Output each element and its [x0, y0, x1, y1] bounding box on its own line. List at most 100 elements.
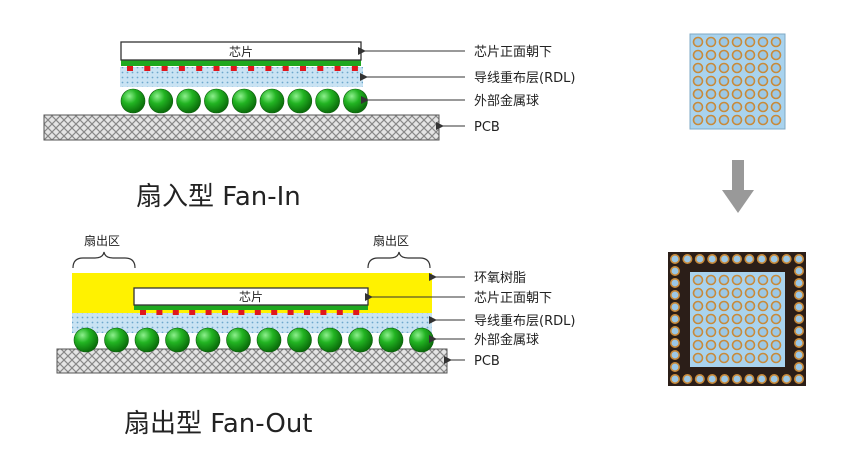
fan-in-package-ball [718, 114, 730, 126]
fan-out-package-ball [669, 289, 680, 300]
fan-in-pad [351, 66, 358, 71]
fan-in-package-ball [692, 75, 704, 87]
fan-out-package-ball [705, 287, 717, 299]
fan-out-chip-face [134, 305, 368, 310]
fan-out-package-ball [757, 326, 769, 338]
fan-in-package-ball [731, 62, 743, 74]
fan-out-pad [140, 310, 146, 315]
fan-out-package-ball [744, 254, 755, 265]
fan-out-pad [156, 310, 163, 315]
fan-out-package-ball [744, 352, 756, 364]
fan-out-package-top-view [668, 252, 806, 386]
fan-in-package-ball [692, 36, 704, 48]
fan-out-package-ball [692, 352, 704, 364]
fan-out-rdl-layer [72, 313, 432, 333]
fan-in-package-ball [757, 101, 769, 113]
fan-out-chip-label: 芯片 [239, 290, 263, 304]
fan-in-package-ball [692, 62, 704, 74]
fan-out-package-ball [718, 339, 730, 351]
fan-out-package-ball [770, 352, 782, 364]
fan-in-package-ball [718, 62, 730, 74]
fan-out-package-ball [719, 254, 730, 265]
fan-out-label-pcb: PCB [474, 354, 500, 369]
fan-out-solder-ball [104, 327, 129, 353]
fan-in-solder-ball [315, 88, 340, 114]
fan-out-package-ball [669, 301, 680, 312]
fan-out-package-ball [718, 313, 730, 325]
fan-out-package-ball [669, 265, 680, 276]
fan-out-package-ball [757, 339, 769, 351]
fan-out-bracket-left [72, 251, 136, 269]
fan-out-package-ball [793, 254, 804, 265]
fan-out-package-ball [770, 313, 782, 325]
fan-in-package-ball [744, 62, 756, 74]
fan-out-solder-ball [378, 327, 404, 353]
fan-in-package-ball [757, 88, 769, 100]
fan-out-package-ball [718, 352, 730, 364]
fan-in-pad [213, 66, 220, 71]
fan-out-package-ball [669, 361, 680, 372]
fan-in-pad [317, 66, 324, 71]
down-arrow-icon [722, 160, 754, 213]
fan-out-package-ball [669, 277, 680, 288]
fan-in-solder-ball [120, 88, 146, 114]
fan-out-package-ball [669, 373, 680, 384]
fan-out-package-ball [669, 337, 680, 348]
fan-out-package-ball [793, 277, 804, 288]
fan-out-package-ball [718, 274, 730, 286]
fan-in-package-ball [757, 49, 769, 61]
fan-out-package-ball [731, 300, 743, 312]
fan-in-package-ball [692, 101, 704, 113]
fan-out-package-ball [781, 373, 792, 384]
fan-out-package-ball [682, 254, 693, 265]
fan-out-package-ball [744, 326, 756, 338]
fan-out-package-ball [731, 339, 743, 351]
fan-out-package-ball [757, 287, 769, 299]
fan-in-package-ball [718, 36, 730, 48]
fan-in-pad [196, 66, 203, 71]
fan-in-package-ball [757, 62, 769, 74]
fan-in-package-ball [757, 114, 769, 126]
fan-in-solder-ball [204, 88, 229, 114]
fan-out-package-ball [793, 373, 804, 384]
fan-out-solder-balls [73, 327, 434, 353]
fan-in-package-ball [705, 101, 717, 113]
fan-out-package-ball [744, 274, 756, 286]
fan-out-bracket-right [367, 251, 431, 269]
fan-out-package-ball [718, 326, 730, 338]
fan-out-package-ball [692, 339, 704, 351]
fan-in-package-ball [705, 114, 717, 126]
fan-out-pad [254, 310, 261, 315]
fan-out-solder-ball [348, 327, 373, 353]
fan-out-package-ball [770, 274, 782, 286]
fan-in-package-ball [731, 114, 743, 126]
fan-out-pad [287, 310, 294, 315]
fan-out-solder-ball [256, 327, 282, 353]
fan-out-pad [271, 310, 278, 315]
fan-out-package-ball [731, 373, 742, 384]
fan-in-package-ball [705, 75, 717, 87]
fan-out-package-ball [692, 274, 704, 286]
fan-out-package-ball [744, 287, 756, 299]
fan-out-package-ball [718, 300, 730, 312]
fan-in-package-ball [718, 49, 730, 61]
fan-out-package-ball [770, 300, 782, 312]
fan-out-package-ball [731, 352, 743, 364]
fan-in-section: 芯片 芯片正面朝下 导线重布层(RDL) 外部金属球 PCB 扇入型 Fan-I… [43, 41, 575, 212]
fan-in-package-top-view [689, 33, 786, 130]
fan-out-package-ball [694, 254, 705, 265]
fan-out-package-ball [707, 373, 718, 384]
fan-out-region-right: 扇出区 [373, 233, 409, 248]
fan-in-package-ball [692, 88, 704, 100]
fan-in-package-ball [770, 75, 782, 87]
fan-out-pads [140, 310, 360, 315]
fan-out-package-ball [731, 313, 743, 325]
fan-in-pad [144, 66, 151, 71]
fan-out-pcb [56, 348, 448, 374]
fan-in-package-ball [705, 36, 717, 48]
fan-out-pad [320, 310, 327, 315]
fan-out-package-ball [718, 287, 730, 299]
fan-out-package-ball [669, 325, 680, 336]
fan-in-package-ball [718, 101, 730, 113]
fan-in-package-ball [692, 49, 704, 61]
